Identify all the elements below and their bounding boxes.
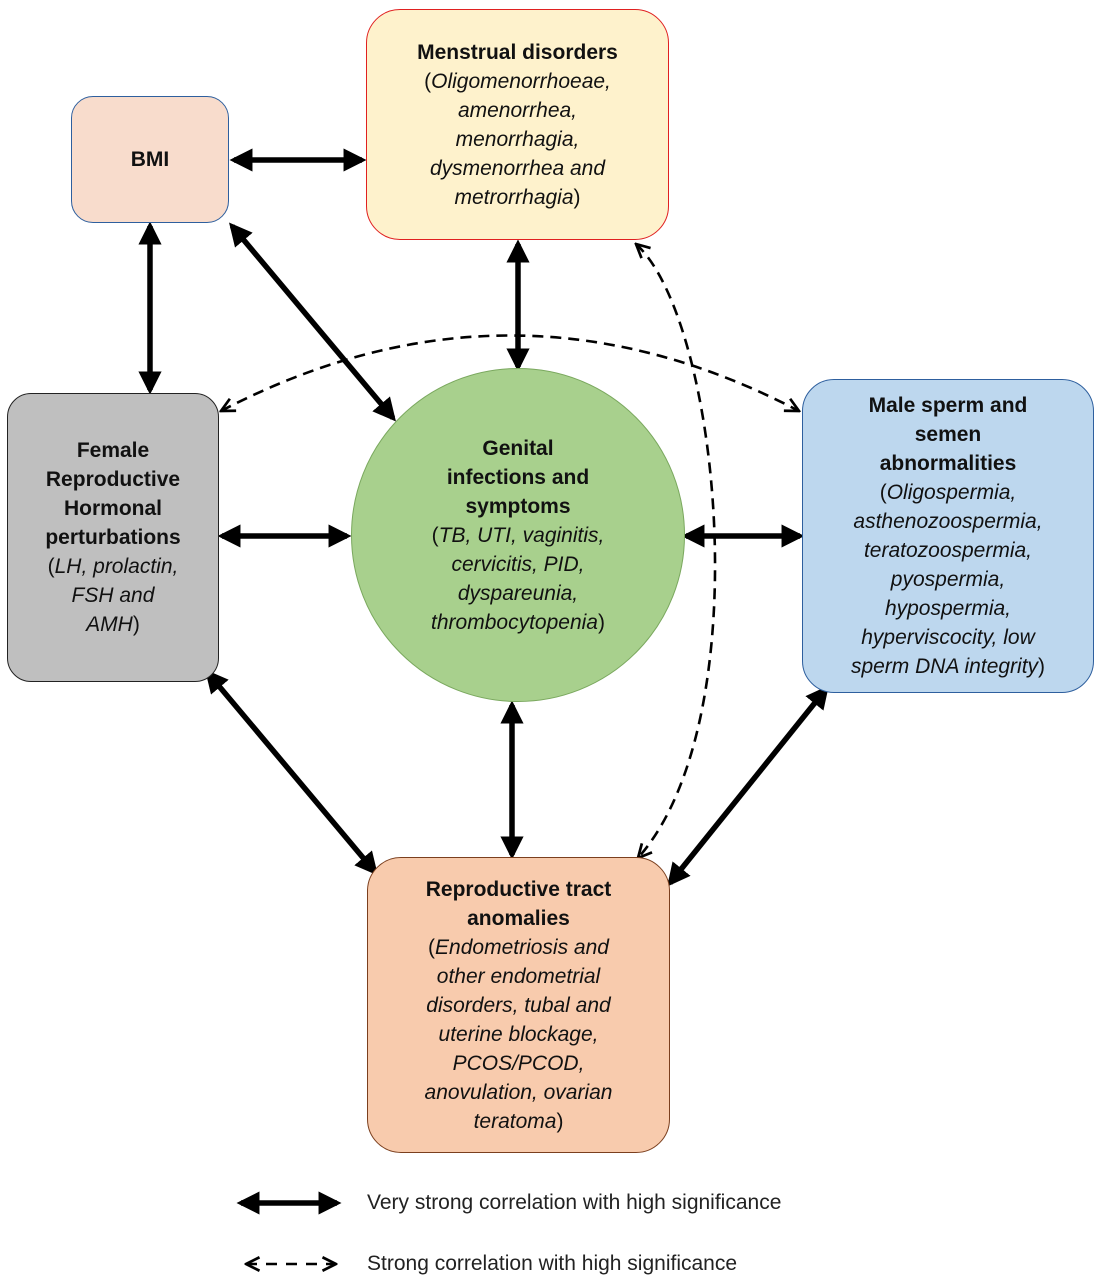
edge-female-tract xyxy=(205,669,378,876)
male-abnormalities-node: Male sperm and semen abnormalities (Olig… xyxy=(802,379,1094,693)
female-hormonal-node: Female Reproductive Hormonal perturbatio… xyxy=(7,393,219,682)
menstrual-disorders-title: Menstrual disorders xyxy=(417,40,618,64)
menstrual-disorders-node: Menstrual disorders (Oligomenorrhoeae, a… xyxy=(366,9,669,240)
bmi-title: BMI xyxy=(130,148,170,171)
bmi-node: BMI xyxy=(71,96,229,223)
female-hormonal-detail: LH, prolactin, FSH and AMH xyxy=(54,555,179,636)
genital-infections-node: Genital infections and symptoms (TB, UTI… xyxy=(351,368,685,702)
male-abnormalities-detail: Oligospermia, asthenozoospermia, teratoz… xyxy=(850,481,1043,678)
legend-solid-label: Very strong correlation with high signif… xyxy=(367,1191,782,1214)
male-abnormalities-title: Male sperm and semen abnormalities xyxy=(868,394,1028,475)
edge-male-tract xyxy=(667,685,829,887)
menstrual-disorders-detail: Oligomenorrhoeae, amenorrhea, menorrhagi… xyxy=(429,69,611,209)
reproductive-tract-node: Reproductive tract anomalies (Endometrio… xyxy=(367,857,670,1153)
reproductive-tract-title: Reproductive tract anomalies xyxy=(425,877,612,930)
edge-bmi-genital xyxy=(229,222,396,422)
edge-menstrual-tract-dashed xyxy=(636,244,717,858)
female-hormonal-title: Female Reproductive Hormonal perturbatio… xyxy=(45,439,181,549)
genital-infections-detail: TB, UTI, vaginitis, cervicitis, PID, dys… xyxy=(431,523,605,634)
legend-dashed-label: Strong correlation with high significanc… xyxy=(367,1252,738,1275)
reproductive-tract-detail: Endometriosis and other endometrial diso… xyxy=(424,935,613,1133)
genital-infections-title: Genital infections and symptoms xyxy=(446,436,590,518)
edge-female-male-dashed xyxy=(221,334,799,412)
